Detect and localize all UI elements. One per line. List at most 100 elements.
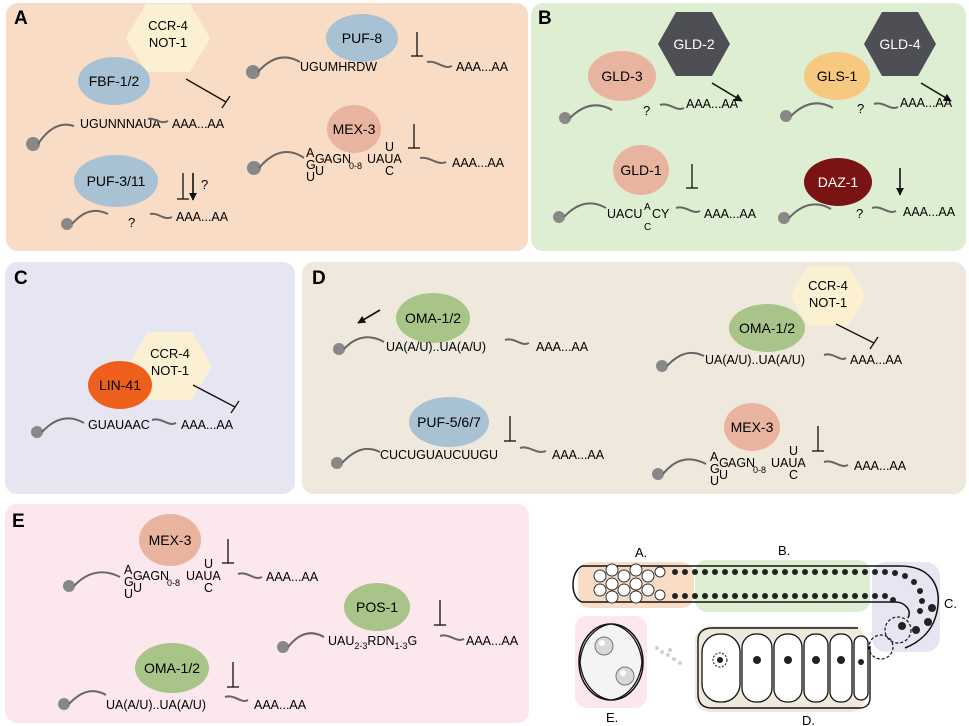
svg-text:U: U [315, 164, 324, 178]
lin41-protein [88, 361, 152, 409]
poly-a-tail: AAA...AA [850, 353, 903, 367]
expelled-fragments [655, 646, 682, 665]
svg-text:A: A [124, 563, 133, 577]
svg-text:AGN: AGN [324, 152, 351, 166]
svg-text:U: U [133, 581, 142, 595]
not1-label: NOT-1 [151, 363, 189, 378]
gld1-motif-variant-c: C [644, 222, 651, 233]
svg-text:U: U [306, 170, 315, 184]
svg-text:G: G [124, 575, 134, 589]
mrna-cap [778, 212, 790, 224]
region-label-e: E. [606, 710, 618, 725]
svg-text:U: U [385, 140, 394, 154]
panel-e-letter: E [12, 511, 25, 532]
pos1-protein [344, 583, 410, 631]
region-label-d: D. [802, 713, 815, 726]
mrna-strand [788, 203, 832, 219]
ccr4-label: CCR-4 [808, 278, 848, 293]
svg-text:C: C [204, 581, 213, 595]
oma-motif: UA(A/U)..UA(A/U) [705, 353, 805, 367]
svg-text:A: A [710, 450, 719, 464]
gld1-motif-variant-a: A [644, 202, 651, 213]
mrna-cap [553, 211, 565, 223]
panel-a: A CCR-4 NOT-1 FBF-1/2 UGUNNNAUA AAA...AA… [6, 3, 528, 251]
gld4-activation-arrow [920, 82, 952, 102]
gld1-protein [613, 145, 669, 195]
panel-e: E MEX-3 A G U G U AGN 0-8 U UAUA C AAA..… [5, 504, 529, 723]
oma-label: OMA-1/2 [405, 310, 461, 326]
mrna-strand [662, 458, 707, 475]
mrna-cap [780, 110, 792, 122]
mex3-motif: A G U G U AGN 0-8 U UAUA C [710, 444, 806, 488]
puf5-motif: CUCUGUAUCUUGU [380, 448, 498, 462]
daz1-protein [804, 158, 872, 206]
oma-motif: UA(A/U)..UA(A/U) [386, 340, 486, 354]
puf8-protein [326, 14, 398, 62]
mrna-strand [343, 336, 385, 350]
oma-repression-arrow [835, 323, 875, 344]
oma-protein [135, 643, 209, 693]
mex3-motif: A G U G U AGN 0-8 U UAUA C [306, 140, 402, 184]
mitotic-nuclei [593, 563, 666, 604]
poly-a-tail: AAA...AA [536, 340, 589, 354]
mrna-strand [71, 209, 109, 225]
mrna-strand [341, 447, 381, 464]
mrna-strand [258, 151, 305, 169]
mrna-cap [656, 360, 668, 372]
gonad-schematic: A. B. C. D. E. [572, 543, 957, 726]
panel-d-letter: D [312, 268, 326, 289]
embryo [578, 623, 644, 701]
mrna-strand [666, 351, 705, 367]
mrna-cap [26, 137, 40, 151]
svg-text:UAUA: UAUA [771, 456, 806, 470]
mex3-protein [139, 514, 201, 566]
mex3-motif: A G U G U AGN 0-8 U UAUA C [124, 557, 221, 601]
unknown-motif-mark: ? [856, 206, 863, 221]
puf3-11-protein [74, 155, 158, 207]
svg-text:UAUA: UAUA [367, 152, 402, 166]
oma-protein [396, 293, 470, 343]
mrna-cap [246, 65, 260, 79]
region-label-a: A. [635, 545, 647, 560]
fbf-protein [78, 57, 150, 105]
poly-a-tail: AAA...AA [900, 96, 953, 110]
proximal-tube [697, 627, 871, 709]
mrna-cap [277, 641, 289, 653]
mrna-strand [257, 56, 301, 73]
gld2-hexagon [658, 12, 730, 76]
puf5-6-7-label: PUF-5/6/7 [417, 414, 481, 430]
fbf-motif: UGUNNNAUA [80, 117, 161, 131]
svg-text:0-8: 0-8 [167, 578, 180, 588]
svg-text:C: C [789, 468, 798, 482]
gld2-activation-arrow [711, 82, 743, 102]
svg-text:U: U [789, 444, 798, 458]
poly-a-tail: AAA...AA [456, 60, 509, 74]
mex3-label: MEX-3 [149, 532, 192, 548]
gld1-label: GLD-1 [620, 162, 661, 178]
poly-a-tail: AAA...AA [704, 207, 757, 221]
poly-a-tail: AAA...AA [254, 698, 307, 712]
poly-a-tail: AAA...AA [903, 205, 956, 219]
mrna-strand [569, 104, 613, 119]
not1-label: NOT-1 [149, 35, 187, 50]
panel-c: C CCR-4 NOT-1 LIN-41 GUAUAAC AAA...AA [5, 262, 295, 494]
mrna-strand [41, 417, 85, 433]
mrna-cap [31, 426, 43, 438]
svg-text:0-8: 0-8 [753, 465, 766, 475]
lin41-motif: GUAUAAC [88, 418, 150, 432]
mrna-cap [652, 468, 664, 480]
mrna-strand [287, 632, 325, 648]
poly-a-tail: AAA...AA [266, 570, 319, 584]
spermatheca [868, 634, 894, 660]
puf8-motif: UGUMHRDW [300, 60, 377, 74]
unknown-motif-mark: ? [643, 103, 650, 118]
mrna-cap [63, 580, 75, 592]
oma-motif: UA(A/U)..UA(A/U) [106, 698, 206, 712]
svg-text:AGN: AGN [142, 569, 169, 583]
ccr4-label: CCR-4 [150, 346, 190, 361]
meiotic-nuclei [672, 569, 936, 634]
gls1-label: GLS-1 [817, 68, 858, 84]
svg-text:U: U [710, 474, 719, 488]
poly-a-tail: AAA...AA [181, 418, 234, 432]
